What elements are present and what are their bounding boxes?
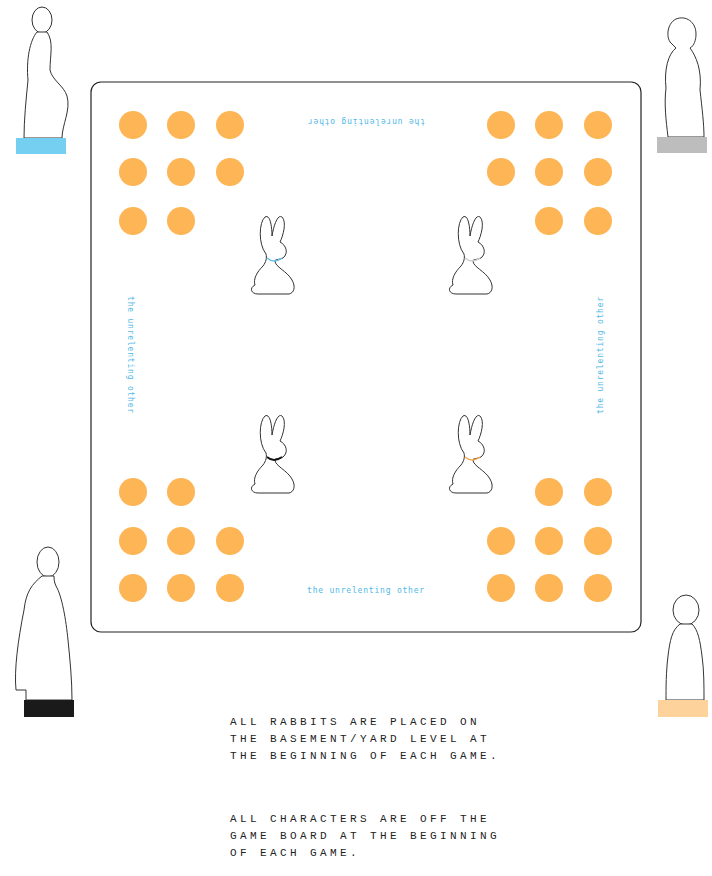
figure-head xyxy=(673,595,699,625)
woman-figure xyxy=(665,18,704,137)
spot xyxy=(167,207,195,235)
pregnant-woman-figure xyxy=(24,7,68,138)
game-board xyxy=(91,82,641,632)
spot xyxy=(584,207,612,235)
rabbit-collar xyxy=(267,457,282,460)
spot xyxy=(167,111,195,139)
spot xyxy=(584,574,612,602)
board-edge-label: the unrelenting other xyxy=(307,117,425,125)
man-figure xyxy=(15,547,72,700)
spot xyxy=(487,111,515,139)
spot xyxy=(584,527,612,555)
rabbit-piece xyxy=(449,216,492,294)
blue-pedestal xyxy=(16,138,66,154)
rule-note: ALL RABBITS ARE PLACED ON THE BASEMENT/Y… xyxy=(230,714,520,765)
child-figure xyxy=(666,595,704,700)
rabbit-collar xyxy=(465,258,480,261)
spot xyxy=(119,574,147,602)
figure-head xyxy=(37,547,59,577)
rabbit-outline xyxy=(251,415,294,493)
spot xyxy=(535,574,563,602)
rabbit-piece xyxy=(251,216,294,294)
spot xyxy=(535,158,563,186)
spot xyxy=(216,111,244,139)
rabbit-outline xyxy=(251,216,294,294)
spot xyxy=(119,111,147,139)
figure-body xyxy=(24,32,68,138)
spot xyxy=(584,111,612,139)
figure-body xyxy=(15,576,72,700)
spot xyxy=(535,207,563,235)
spot xyxy=(119,478,147,506)
spot xyxy=(216,158,244,186)
rabbit-collar xyxy=(465,457,480,460)
board-spots xyxy=(119,111,612,602)
spot xyxy=(119,207,147,235)
figure-body xyxy=(666,624,704,700)
spot xyxy=(487,158,515,186)
rabbit-piece xyxy=(251,415,294,493)
rabbit-collar xyxy=(267,258,282,261)
rabbit-piece xyxy=(449,415,492,493)
spot xyxy=(167,574,195,602)
spot xyxy=(535,111,563,139)
black-pedestal xyxy=(24,700,74,717)
rabbit-outline xyxy=(449,415,492,493)
spot xyxy=(535,478,563,506)
figure-head xyxy=(32,7,52,33)
spot xyxy=(216,527,244,555)
spot xyxy=(487,574,515,602)
rabbit-outline xyxy=(449,216,492,294)
spot xyxy=(216,574,244,602)
peach-pedestal xyxy=(658,700,708,717)
spot xyxy=(167,158,195,186)
board-edge-label: the unrelenting other xyxy=(126,296,134,414)
board-edge-label: the unrelenting other xyxy=(307,587,425,595)
spot xyxy=(487,527,515,555)
board-edge-label: the unrelenting other xyxy=(597,296,605,414)
spot xyxy=(535,527,563,555)
spot xyxy=(167,527,195,555)
figure-body xyxy=(665,18,704,137)
rule-note: ALL CHARACTERS ARE OFF THE GAME BOARD AT… xyxy=(230,811,520,862)
grey-pedestal xyxy=(657,137,707,153)
spot xyxy=(167,478,195,506)
spot xyxy=(584,158,612,186)
spot xyxy=(119,527,147,555)
spot xyxy=(584,478,612,506)
spot xyxy=(119,158,147,186)
